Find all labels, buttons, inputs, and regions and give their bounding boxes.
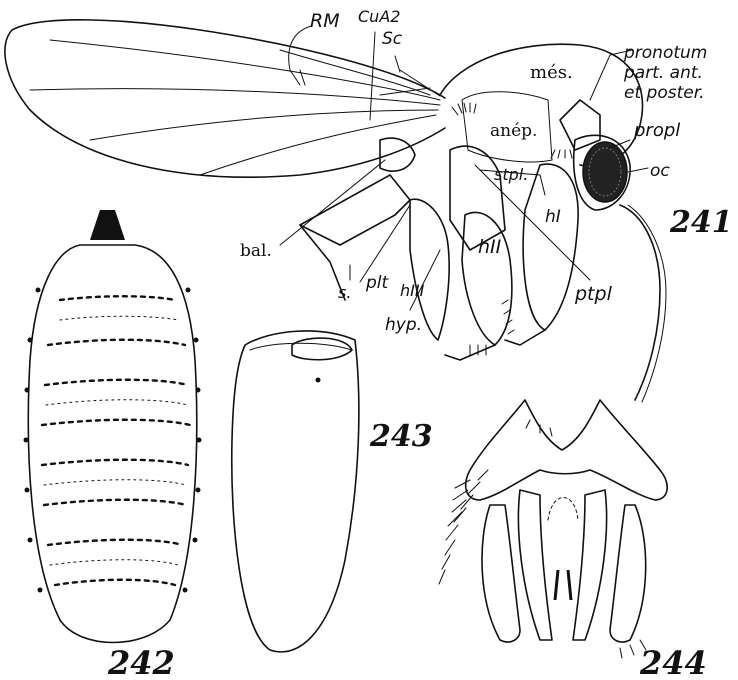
- wing-vein: [30, 89, 440, 105]
- pronotum-lobe: [560, 100, 600, 150]
- figure-number-241: 241: [669, 205, 733, 240]
- label-hII: hII: [478, 236, 502, 258]
- genitalia-lobe-right: [610, 505, 646, 642]
- label-hyp: hyp.: [385, 315, 422, 335]
- label-hIII: hIII: [400, 281, 425, 300]
- label-oc: oc: [650, 161, 670, 181]
- label-et-poster: et poster.: [624, 83, 705, 103]
- label-anep: anép.: [490, 121, 537, 141]
- wing-vein: [380, 88, 430, 95]
- label-pronotum: pronotum: [623, 43, 707, 63]
- hind-leg: [300, 175, 410, 245]
- wing-vein: [280, 50, 430, 95]
- label-hI: hI: [545, 207, 561, 227]
- label-propl: propl: [633, 120, 680, 141]
- compound-eye: [583, 142, 627, 202]
- wing-vein: [90, 110, 438, 140]
- genitalia-outline: [466, 400, 667, 500]
- larva-head: [90, 210, 125, 240]
- figure-243-puparium: [232, 331, 359, 652]
- label-bal: bal.: [240, 241, 272, 261]
- label-CuA2: CuA2: [358, 7, 400, 26]
- label-s: s.: [338, 283, 351, 302]
- coxa-II: [462, 212, 512, 345]
- figure-number-244: 244: [639, 644, 707, 680]
- label-mes: més.: [530, 62, 573, 83]
- genitalia-lobe-left: [482, 505, 520, 642]
- figure-number-242: 242: [107, 644, 175, 680]
- figure-242-larva: [24, 210, 202, 643]
- puparium-outline: [232, 331, 359, 652]
- label-ptpl: ptpl: [574, 283, 613, 305]
- genitalia-inner-left: [518, 490, 552, 640]
- label-part-ant: part. ant.: [623, 63, 703, 83]
- figure-244-genitalia: [439, 400, 667, 658]
- larva-body: [28, 245, 196, 643]
- label-stpl: stpl.: [494, 165, 528, 184]
- label-RM: RM: [310, 10, 340, 32]
- larva-segments: [42, 296, 190, 585]
- label-Sc: Sc: [382, 29, 403, 49]
- figure-number-243: 243: [369, 419, 433, 454]
- pleura: [450, 146, 505, 250]
- genitalia-inner-right: [573, 490, 607, 640]
- wing-vein: [200, 115, 436, 175]
- puparium-cap: [292, 338, 352, 360]
- halter: [380, 138, 415, 171]
- wing-vein: [300, 70, 305, 85]
- coxa-I: [523, 164, 578, 330]
- wing-outline: [5, 20, 445, 177]
- label-plt: plt: [365, 273, 390, 293]
